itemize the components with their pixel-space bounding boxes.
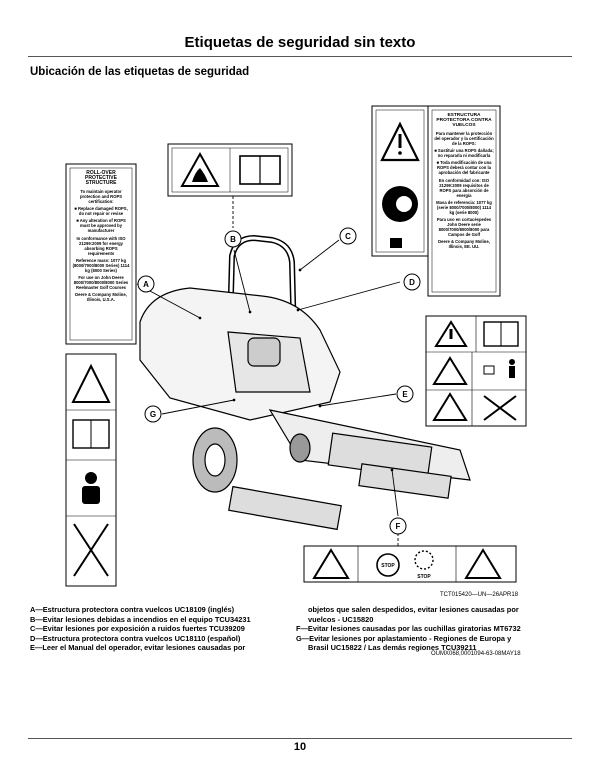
decal-a-line: In conformance with ISO 21299:2009 for e… xyxy=(76,236,126,256)
decal-a-line: For use on John Deere 8000/7000/8000/800… xyxy=(73,275,129,290)
caption-item: Brasil UC15822 / Las demás regiones TCU3… xyxy=(308,643,477,653)
caption-item: C—Evitar lesiones por exposición a ruido… xyxy=(30,624,245,634)
decal-f-rotating-blades xyxy=(303,545,517,583)
decal-d-line: ■ Sustituir una ROPS dañada; no repararl… xyxy=(434,148,494,158)
decal-d-line: Para uso en cortacéspedes John Deere ser… xyxy=(436,217,492,237)
caption-list-right: objetos que salen despedidos, evitar les… xyxy=(296,605,571,653)
warning-triangle-icon xyxy=(380,121,420,162)
callout-b: B xyxy=(230,235,236,244)
stop-icon xyxy=(376,553,400,577)
decal-d-line: Para mantener la protección del operador… xyxy=(434,131,494,146)
decal-a-rops-english xyxy=(65,163,137,345)
callout-g: G xyxy=(150,410,156,419)
stop-label-1: STOP xyxy=(381,563,395,569)
decal-a-line: ■ Any alteration of ROPS must be approve… xyxy=(76,218,126,233)
callout-f: F xyxy=(396,522,401,531)
section-subtitle: Ubicación de las etiquetas de seguridad xyxy=(30,66,250,78)
decal-a-line: Deere & Company Moline, Illinois, U.S.A. xyxy=(75,292,127,302)
caption-item: A—Estructura protectora contra vuelcos U… xyxy=(30,605,235,614)
decal-a-line: To maintain operator protection and ROPS… xyxy=(79,189,123,204)
decal-d-text: ESTRUCTURA PROTECTORA CONTRA VUELCOS Par… xyxy=(434,113,494,249)
caption-list-left: A—Estructura protectora contra vuelcos U… xyxy=(30,605,300,653)
decal-d-line: En conformidad con: ISO 21299:2009 requi… xyxy=(438,178,490,198)
caption-item: D—Estructura protectora contra vuelcos U… xyxy=(30,633,241,643)
decal-d-line: Deere & Company Moline, Illinois, EE. UU… xyxy=(438,239,490,249)
caption-item: B—Evitar lesiones debidas a incendios en… xyxy=(30,614,251,624)
stop-label-2: STOP xyxy=(417,574,431,580)
callout-c: C xyxy=(345,232,351,241)
caption-item: E—Leer el Manual del operador, evitar le… xyxy=(30,643,246,653)
decal-a-line: Reference mass: 1077 kg (8000/7000/8000 … xyxy=(72,258,130,273)
bottom-rule xyxy=(28,738,572,739)
callout-d: D xyxy=(409,278,415,287)
caption-item: objetos que salen despedidos, evitar les… xyxy=(308,605,519,614)
decal-a-text: ROLL-OVER PROTECTIVE STRUCTURE To mainta… xyxy=(72,170,130,303)
figure-id: TCT015420—UN—26APR18 xyxy=(440,592,519,598)
decal-d-heading: ESTRUCTURA PROTECTORA CONTRA VUELCOS xyxy=(436,113,492,128)
decal-a-line: ■ Replace damaged ROPS, do not repair or… xyxy=(74,206,128,216)
callout-leaders xyxy=(136,196,401,546)
top-rule xyxy=(28,56,572,57)
page-number: 10 xyxy=(293,741,307,753)
decal-g-crush-protection xyxy=(65,353,117,587)
mower-illustration xyxy=(139,234,471,531)
decal-b-fire-manual xyxy=(167,143,293,197)
page-title: Etiquetas de seguridad sin texto xyxy=(184,34,416,51)
decal-e-operator-manual xyxy=(425,315,527,427)
caption-item: F—Evitar lesiones causadas por las cuchi… xyxy=(296,624,521,634)
caption-item: G—Evitar lesiones por aplastamiento - Re… xyxy=(296,633,512,643)
callout-circles xyxy=(137,227,421,535)
callout-a: A xyxy=(143,280,149,289)
decal-d-line: ■ Toda modificación de una ROPS deberá c… xyxy=(436,160,492,175)
callout-e: E xyxy=(402,390,408,399)
decal-d-rops-spanish xyxy=(427,105,501,297)
caption-item: vuelcos - UC15820 xyxy=(308,614,374,624)
decal-a-heading: ROLL-OVER PROTECTIVE STRUCTURE xyxy=(85,170,117,186)
decal-d-line: Masa de referencia: 1077 kg (serie 8000/… xyxy=(436,200,492,215)
decal-c-hearing-protection xyxy=(371,105,429,257)
document-code: OUMX068,0001094-63-08MAY18 xyxy=(431,651,521,657)
blade-icon xyxy=(414,550,434,570)
